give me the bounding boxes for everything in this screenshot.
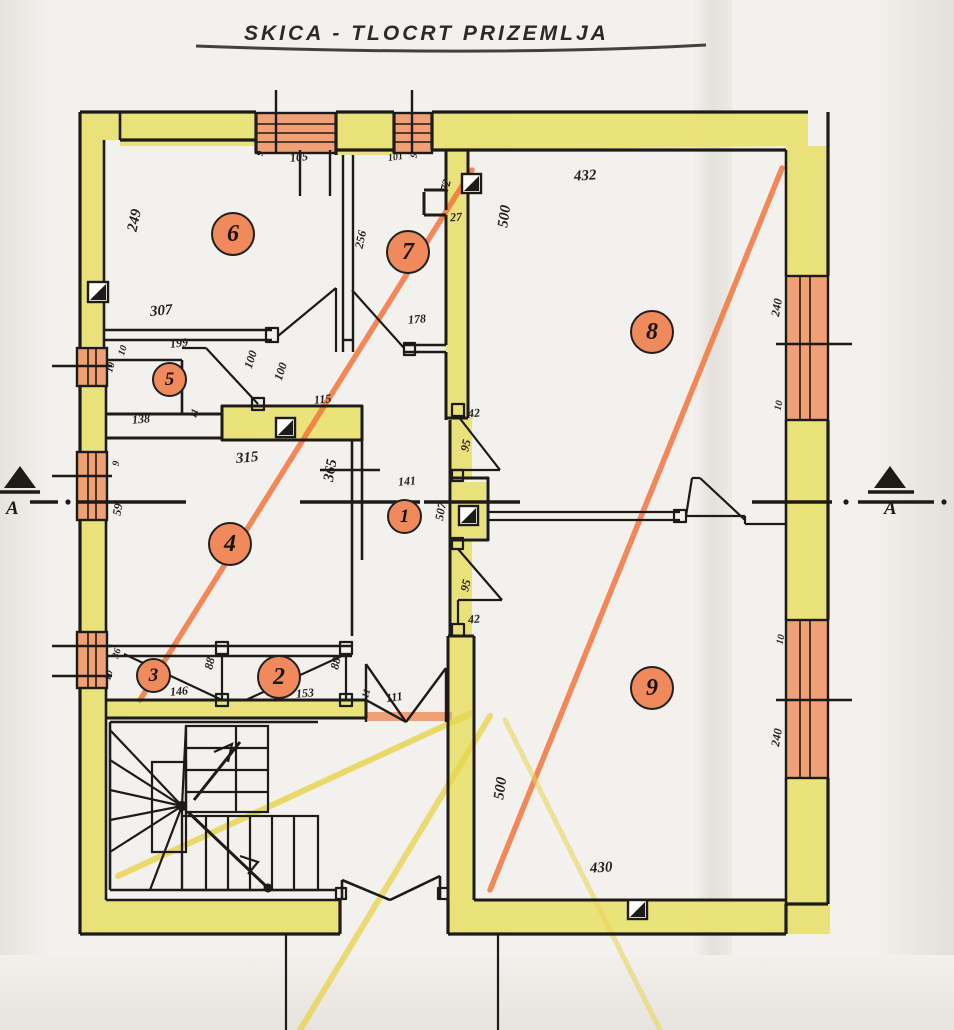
room-marker-7[interactable]: 7: [386, 230, 430, 274]
dimension-ticks: [52, 90, 852, 702]
dim-right-window-lower-small: 10: [774, 633, 788, 646]
dim-corridor-315: 315: [235, 449, 260, 467]
dim-room3-width: 146: [169, 683, 189, 699]
wall-opening-glyphs: [86, 172, 649, 921]
room-marker-1[interactable]: 1: [387, 499, 422, 534]
wall-masses: [80, 112, 830, 934]
room-marker-9[interactable]: 9: [630, 666, 674, 710]
title-underline: [195, 43, 707, 53]
room-marker-6[interactable]: 6: [211, 212, 255, 256]
dim-bottom-door-111: 111: [385, 688, 404, 706]
dim-door-upper-42: 42: [467, 405, 481, 421]
dim-room9-left: 500: [491, 776, 511, 801]
room-marker-5[interactable]: 5: [152, 362, 187, 397]
dim-room7-step: 27: [449, 209, 463, 225]
wall-outlines: [78, 110, 830, 1030]
dim-room9-bottom: 430: [589, 859, 613, 877]
dim-room8-left: 500: [495, 204, 515, 229]
dim-room6-bottom: 307: [149, 302, 174, 320]
dim-room1-height: 507: [432, 501, 449, 522]
staircase: [109, 724, 320, 893]
room-marker-4[interactable]: 4: [208, 522, 252, 566]
dim-room8-top: 432: [573, 167, 597, 185]
dim-corridor-115: 115: [313, 391, 332, 407]
page-title: SKICA - TLOCRT PRIZEMLJA: [244, 22, 609, 45]
section-line-A-A: [0, 466, 947, 505]
section-label-left: A: [6, 498, 19, 519]
dim-top-window-width: 105: [289, 149, 309, 165]
section-label-right: A: [884, 498, 897, 519]
dim-right-window-upper: 240: [768, 297, 785, 318]
dim-room5-bottom: 138: [131, 411, 151, 427]
room-marker-8[interactable]: 8: [630, 310, 674, 354]
dim-door-lower-42: 42: [467, 611, 481, 627]
dim-room5-top: 199: [169, 335, 189, 351]
dim-right-window-upper-small: 10: [772, 399, 786, 412]
dim-room1-top: 141: [397, 473, 417, 489]
dim-right-window-lower: 240: [768, 727, 785, 748]
room-marker-2[interactable]: 2: [257, 655, 301, 699]
dim-room2-width: 153: [295, 685, 315, 701]
dim-left-window-lower: 59: [109, 502, 126, 517]
diagonal-marks: [115, 165, 785, 1030]
room-marker-3[interactable]: 3: [136, 658, 171, 693]
paper-shading-bottom: [0, 955, 954, 1030]
dim-top-window-right: 101: [387, 151, 404, 164]
dim-room7-bottom: 178: [407, 311, 427, 327]
